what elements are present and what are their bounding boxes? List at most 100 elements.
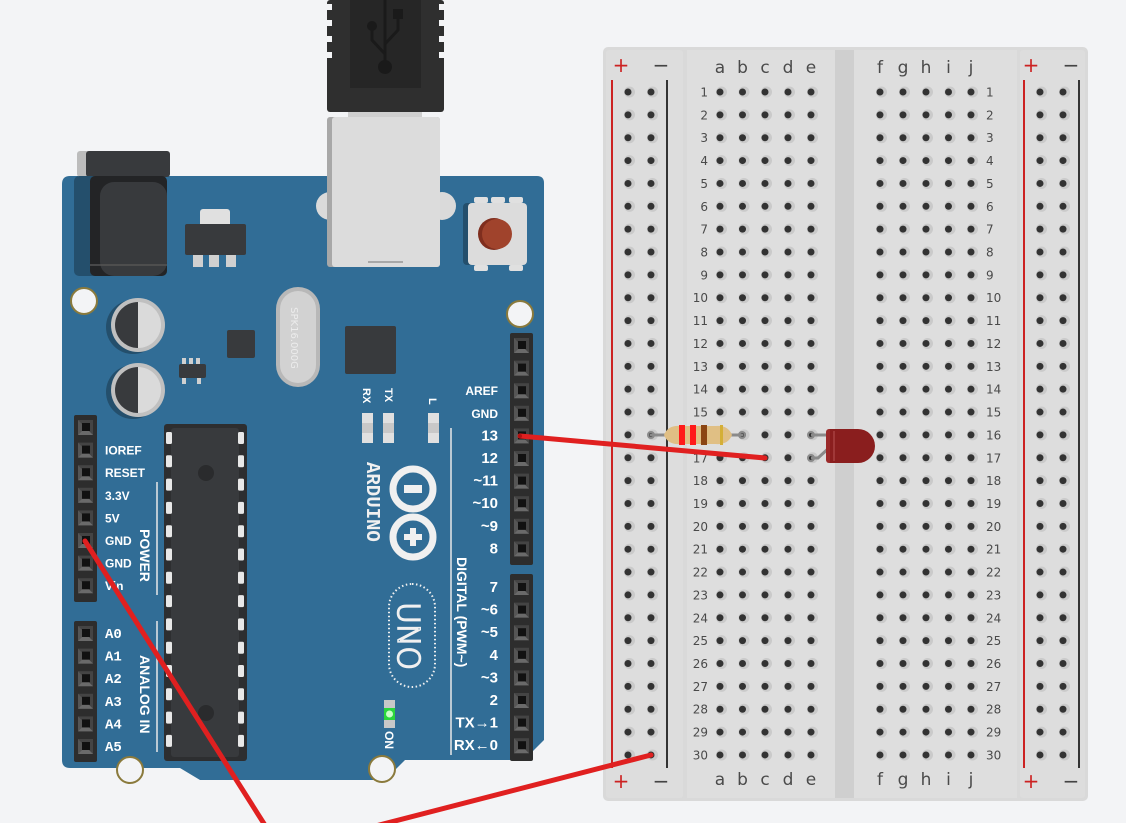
hole-a5[interactable] xyxy=(716,177,727,189)
hole-h28[interactable] xyxy=(922,703,933,715)
hole-i27[interactable] xyxy=(944,680,956,692)
rail-hole[interactable] xyxy=(647,703,658,715)
hole-i25[interactable] xyxy=(944,635,956,647)
hole-h24[interactable] xyxy=(922,612,933,624)
hole-i16[interactable] xyxy=(944,429,956,441)
hole-a8[interactable] xyxy=(716,246,727,258)
header-pin[interactable] xyxy=(514,451,529,466)
hole-a22[interactable] xyxy=(716,566,727,578)
hole-a12[interactable] xyxy=(716,337,727,349)
hole-d1[interactable] xyxy=(784,86,795,98)
rail-hole[interactable] xyxy=(1059,520,1070,532)
hole-j8[interactable] xyxy=(967,246,978,258)
hole-c24[interactable] xyxy=(761,612,772,624)
hole-i18[interactable] xyxy=(944,475,956,487)
hole-a1[interactable] xyxy=(716,86,727,98)
header-pin[interactable] xyxy=(514,360,529,376)
hole-f19[interactable] xyxy=(876,497,887,509)
hole-i30[interactable] xyxy=(944,749,956,761)
hole-j26[interactable] xyxy=(967,658,978,669)
rail-hole[interactable] xyxy=(1036,566,1047,578)
hole-b19[interactable] xyxy=(738,497,750,509)
hole-a23[interactable] xyxy=(716,589,727,601)
hole-b18[interactable] xyxy=(738,475,750,487)
hole-b15[interactable] xyxy=(738,406,750,418)
hole-h23[interactable] xyxy=(922,589,933,601)
hole-c9[interactable] xyxy=(761,269,772,281)
hole-f21[interactable] xyxy=(876,543,887,555)
wire-rail-minus[interactable] xyxy=(360,752,654,823)
header-pin[interactable] xyxy=(78,626,93,641)
hole-e13[interactable] xyxy=(807,360,818,372)
hole-d11[interactable] xyxy=(784,315,795,327)
rail-hole[interactable] xyxy=(1059,658,1070,669)
hole-i5[interactable] xyxy=(944,177,956,189)
hole-d22[interactable] xyxy=(784,566,795,578)
hole-i23[interactable] xyxy=(944,589,956,601)
hole-a30[interactable] xyxy=(716,749,727,761)
hole-h9[interactable] xyxy=(922,269,933,281)
rail-hole[interactable] xyxy=(1059,429,1070,441)
hole-b7[interactable] xyxy=(738,223,750,235)
hole-j22[interactable] xyxy=(967,566,978,578)
hole-e4[interactable] xyxy=(807,155,818,167)
led-red[interactable] xyxy=(807,429,875,463)
hole-f20[interactable] xyxy=(876,520,887,532)
hole-d5[interactable] xyxy=(784,177,795,189)
hole-j4[interactable] xyxy=(967,155,978,167)
hole-g27[interactable] xyxy=(899,680,910,692)
header-pin[interactable] xyxy=(514,715,529,731)
hole-c6[interactable] xyxy=(761,200,772,212)
hole-e2[interactable] xyxy=(807,109,818,121)
hole-b23[interactable] xyxy=(738,589,750,601)
hole-h25[interactable] xyxy=(922,635,933,647)
hole-h18[interactable] xyxy=(922,475,933,487)
rail-hole[interactable] xyxy=(647,497,658,509)
hole-g21[interactable] xyxy=(899,543,910,555)
hole-i1[interactable] xyxy=(944,86,956,98)
rail-hole[interactable] xyxy=(647,155,658,167)
rail-hole[interactable] xyxy=(1036,292,1047,304)
hole-f1[interactable] xyxy=(876,86,887,98)
hole-b28[interactable] xyxy=(738,703,750,715)
header-pin[interactable] xyxy=(78,442,93,458)
hole-b6[interactable] xyxy=(738,200,750,212)
rail-hole[interactable] xyxy=(647,246,658,258)
rail-hole[interactable] xyxy=(1059,589,1070,601)
hole-j9[interactable] xyxy=(967,269,978,281)
hole-h27[interactable] xyxy=(922,680,933,692)
hole-e29[interactable] xyxy=(807,726,818,738)
hole-f17[interactable] xyxy=(876,452,887,464)
hole-j5[interactable] xyxy=(967,177,978,189)
rail-hole[interactable] xyxy=(1036,360,1047,372)
hole-f28[interactable] xyxy=(876,703,887,715)
hole-i20[interactable] xyxy=(944,520,956,532)
hole-c8[interactable] xyxy=(761,246,772,258)
hole-b24[interactable] xyxy=(738,612,750,624)
hole-j18[interactable] xyxy=(967,475,978,487)
hole-i17[interactable] xyxy=(944,452,956,464)
hole-d4[interactable] xyxy=(784,155,795,167)
rail-hole[interactable] xyxy=(1036,749,1047,761)
rail-hole[interactable] xyxy=(1059,337,1070,349)
header-pin[interactable] xyxy=(514,625,529,641)
hole-b5[interactable] xyxy=(738,177,750,189)
rail-hole[interactable] xyxy=(624,177,635,189)
hole-e5[interactable] xyxy=(807,177,818,189)
hole-a6[interactable] xyxy=(716,200,727,212)
hole-g24[interactable] xyxy=(899,612,910,624)
hole-g4[interactable] xyxy=(899,155,910,167)
rail-hole[interactable] xyxy=(1059,109,1070,121)
hole-e3[interactable] xyxy=(807,132,818,144)
hole-i8[interactable] xyxy=(944,246,956,258)
hole-a3[interactable] xyxy=(716,132,727,144)
hole-j24[interactable] xyxy=(967,612,978,624)
rail-hole[interactable] xyxy=(624,680,635,692)
hole-j11[interactable] xyxy=(967,315,978,327)
hole-f25[interactable] xyxy=(876,635,887,647)
header-pin[interactable] xyxy=(78,671,93,687)
rail-hole[interactable] xyxy=(1036,726,1047,738)
rail-hole[interactable] xyxy=(624,406,635,418)
hole-b29[interactable] xyxy=(738,726,750,738)
wire-pin13-to-c17[interactable] xyxy=(517,433,768,461)
